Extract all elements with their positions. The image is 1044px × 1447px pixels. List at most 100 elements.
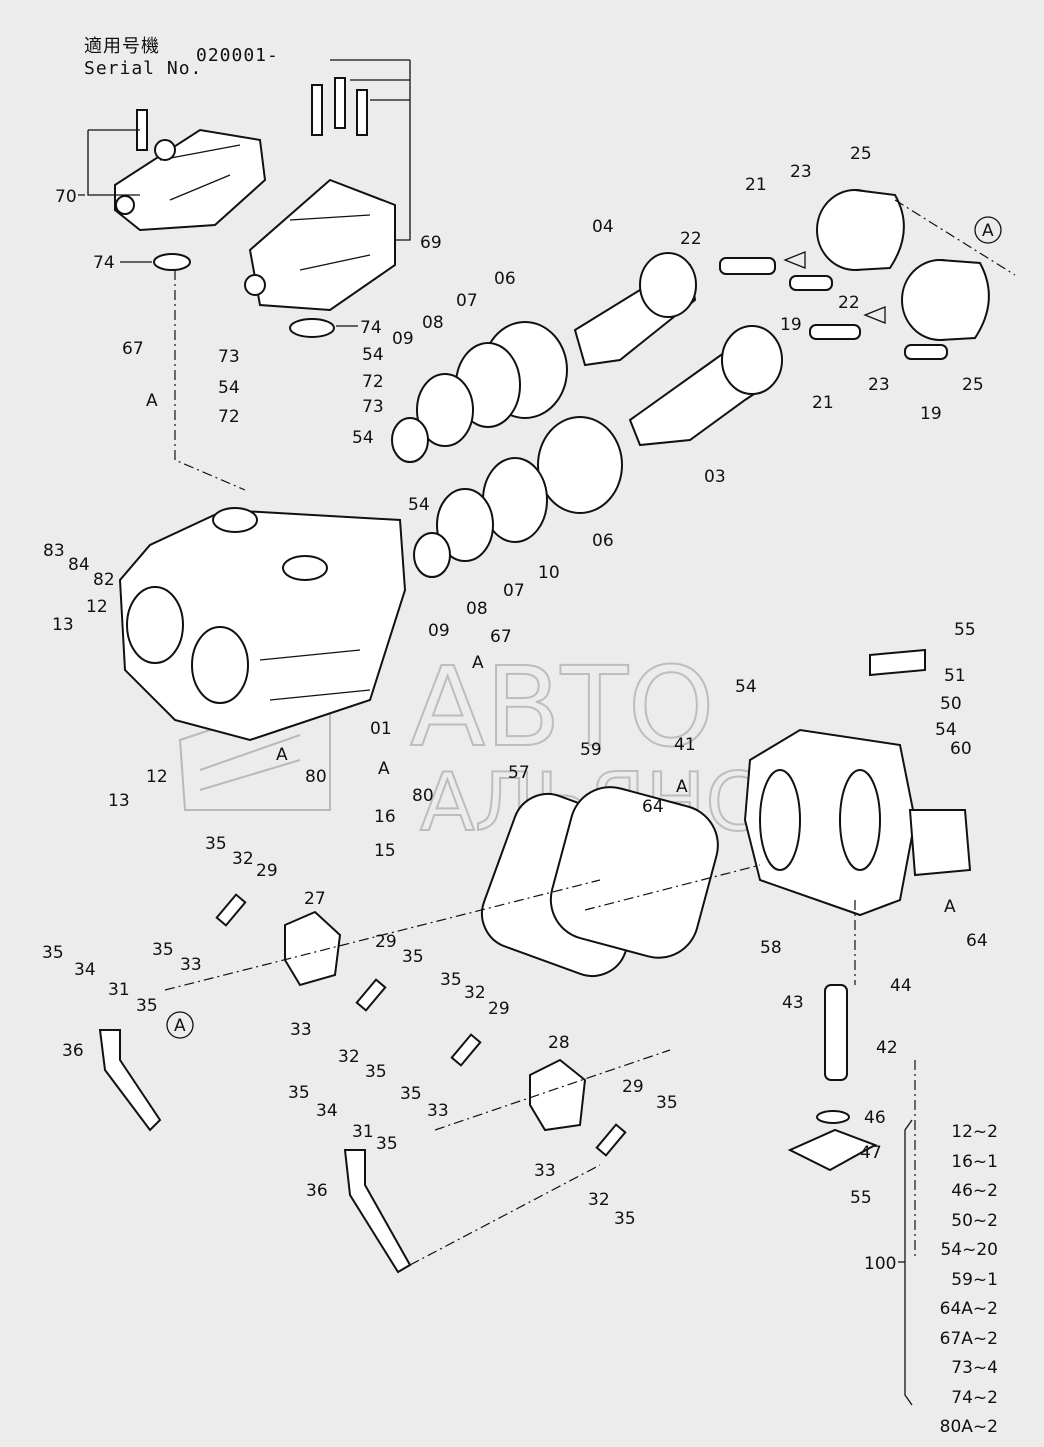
a-mark: A <box>146 391 158 411</box>
applicable-serial-jp: 適用号機 <box>84 36 160 57</box>
part-labels: 70 74 74 69 67 67 73 73 54 54 54 54 54 5… <box>42 144 988 1229</box>
label-50: 50 <box>940 694 962 714</box>
label-32: 32 <box>338 1047 360 1067</box>
label-31: 31 <box>108 980 130 1000</box>
label-43: 43 <box>782 993 804 1013</box>
content-qty: 1 <box>987 1269 998 1290</box>
label-32: 32 <box>588 1190 610 1210</box>
content-sep: ~ <box>972 1387 988 1408</box>
content-part: 46 <box>951 1181 973 1201</box>
content-part: 59 <box>951 1269 973 1290</box>
label-07: 07 <box>503 581 525 601</box>
drive-shaft-04 <box>573 252 697 367</box>
springs-23 <box>783 251 886 324</box>
group-content-row: 67A~2 <box>918 1329 998 1359</box>
serial-value: 020001- <box>196 45 279 66</box>
content-part: 54 <box>940 1240 963 1260</box>
group-content-row: 59~1 <box>918 1270 998 1300</box>
label-80: 80 <box>305 767 327 787</box>
label-41: 41 <box>674 735 696 755</box>
content-qty: 2 <box>987 1210 998 1231</box>
cover-51 <box>869 648 926 677</box>
label-34: 34 <box>316 1101 338 1121</box>
label-73: 73 <box>218 347 240 367</box>
servo-piston-28 <box>529 1058 587 1132</box>
label-32: 32 <box>464 983 486 1003</box>
content-part: 67A <box>939 1328 973 1349</box>
label-67: 67 <box>490 627 512 647</box>
cylinder-block-lower <box>901 259 990 341</box>
label-34: 34 <box>74 960 96 980</box>
label-55: 55 <box>954 620 976 640</box>
content-qty: 2 <box>987 1387 998 1408</box>
piston-19b <box>904 344 948 360</box>
label-83: 83 <box>43 541 65 561</box>
label-31: 31 <box>352 1122 374 1142</box>
label-35: 35 <box>42 943 64 963</box>
bearing-stack-lower <box>413 416 623 578</box>
label-54: 54 <box>935 720 957 740</box>
label-80: 80 <box>412 786 434 806</box>
label-29: 29 <box>622 1077 644 1097</box>
label-13: 13 <box>52 615 74 635</box>
label-29: 29 <box>256 861 278 881</box>
group-content-row: 12~2 <box>918 1122 998 1152</box>
label-12: 12 <box>146 767 168 787</box>
label-22: 22 <box>680 229 702 249</box>
content-qty: 2 <box>987 1328 998 1349</box>
label-73: 73 <box>362 397 384 417</box>
label-27: 27 <box>304 889 326 909</box>
label-28: 28 <box>548 1033 570 1053</box>
a-mark: A <box>472 653 484 673</box>
content-sep: ~ <box>972 1417 988 1437</box>
label-09: 09 <box>428 621 450 641</box>
content-sep: ~ <box>972 1151 988 1172</box>
label-64: 64 <box>966 931 988 951</box>
label-35: 35 <box>402 947 424 967</box>
content-part: 74 <box>951 1387 973 1408</box>
label-35: 35 <box>376 1134 398 1154</box>
label-25: 25 <box>962 375 984 395</box>
label-33: 33 <box>290 1020 312 1040</box>
label-19: 19 <box>780 315 802 335</box>
servo-piston-27 <box>284 910 342 987</box>
label-07: 07 <box>456 291 478 311</box>
o-ring-74a <box>153 253 191 271</box>
piston-21b <box>809 324 861 340</box>
label-35: 35 <box>614 1209 636 1229</box>
content-part: 64A <box>939 1299 973 1319</box>
label-35: 35 <box>205 834 227 854</box>
a-mark: A <box>378 759 390 779</box>
label-21: 21 <box>812 393 834 413</box>
content-qty: 2 <box>987 1299 998 1319</box>
label-42: 42 <box>876 1038 898 1058</box>
o-ring-46 <box>816 1110 850 1124</box>
label-54: 54 <box>735 677 757 697</box>
content-qty: 2 <box>987 1122 998 1142</box>
content-qty: 20 <box>976 1240 998 1260</box>
content-sep: ~ <box>972 1122 988 1142</box>
label-84: 84 <box>68 555 90 575</box>
content-part: 12 <box>951 1122 973 1142</box>
label-01: 01 <box>370 719 392 739</box>
a-mark: A <box>944 897 956 917</box>
label-32: 32 <box>232 849 254 869</box>
label-67: 67 <box>122 339 144 359</box>
bearing-stack-upper <box>391 321 568 463</box>
fork-31b <box>343 1149 412 1274</box>
label-23: 23 <box>868 375 890 395</box>
label-23: 23 <box>790 162 812 182</box>
rear-housing-41 <box>743 728 972 917</box>
label-19: 19 <box>920 404 942 424</box>
o-ring-74b <box>289 318 335 338</box>
label-57: 57 <box>508 763 530 783</box>
content-part: 50 <box>951 1210 973 1231</box>
label-08: 08 <box>466 599 488 619</box>
label-47: 47 <box>860 1143 882 1163</box>
group-number: 100 <box>864 1254 897 1274</box>
leader-lines <box>78 59 913 1406</box>
label-13: 13 <box>108 791 130 811</box>
label-69: 69 <box>420 233 442 253</box>
